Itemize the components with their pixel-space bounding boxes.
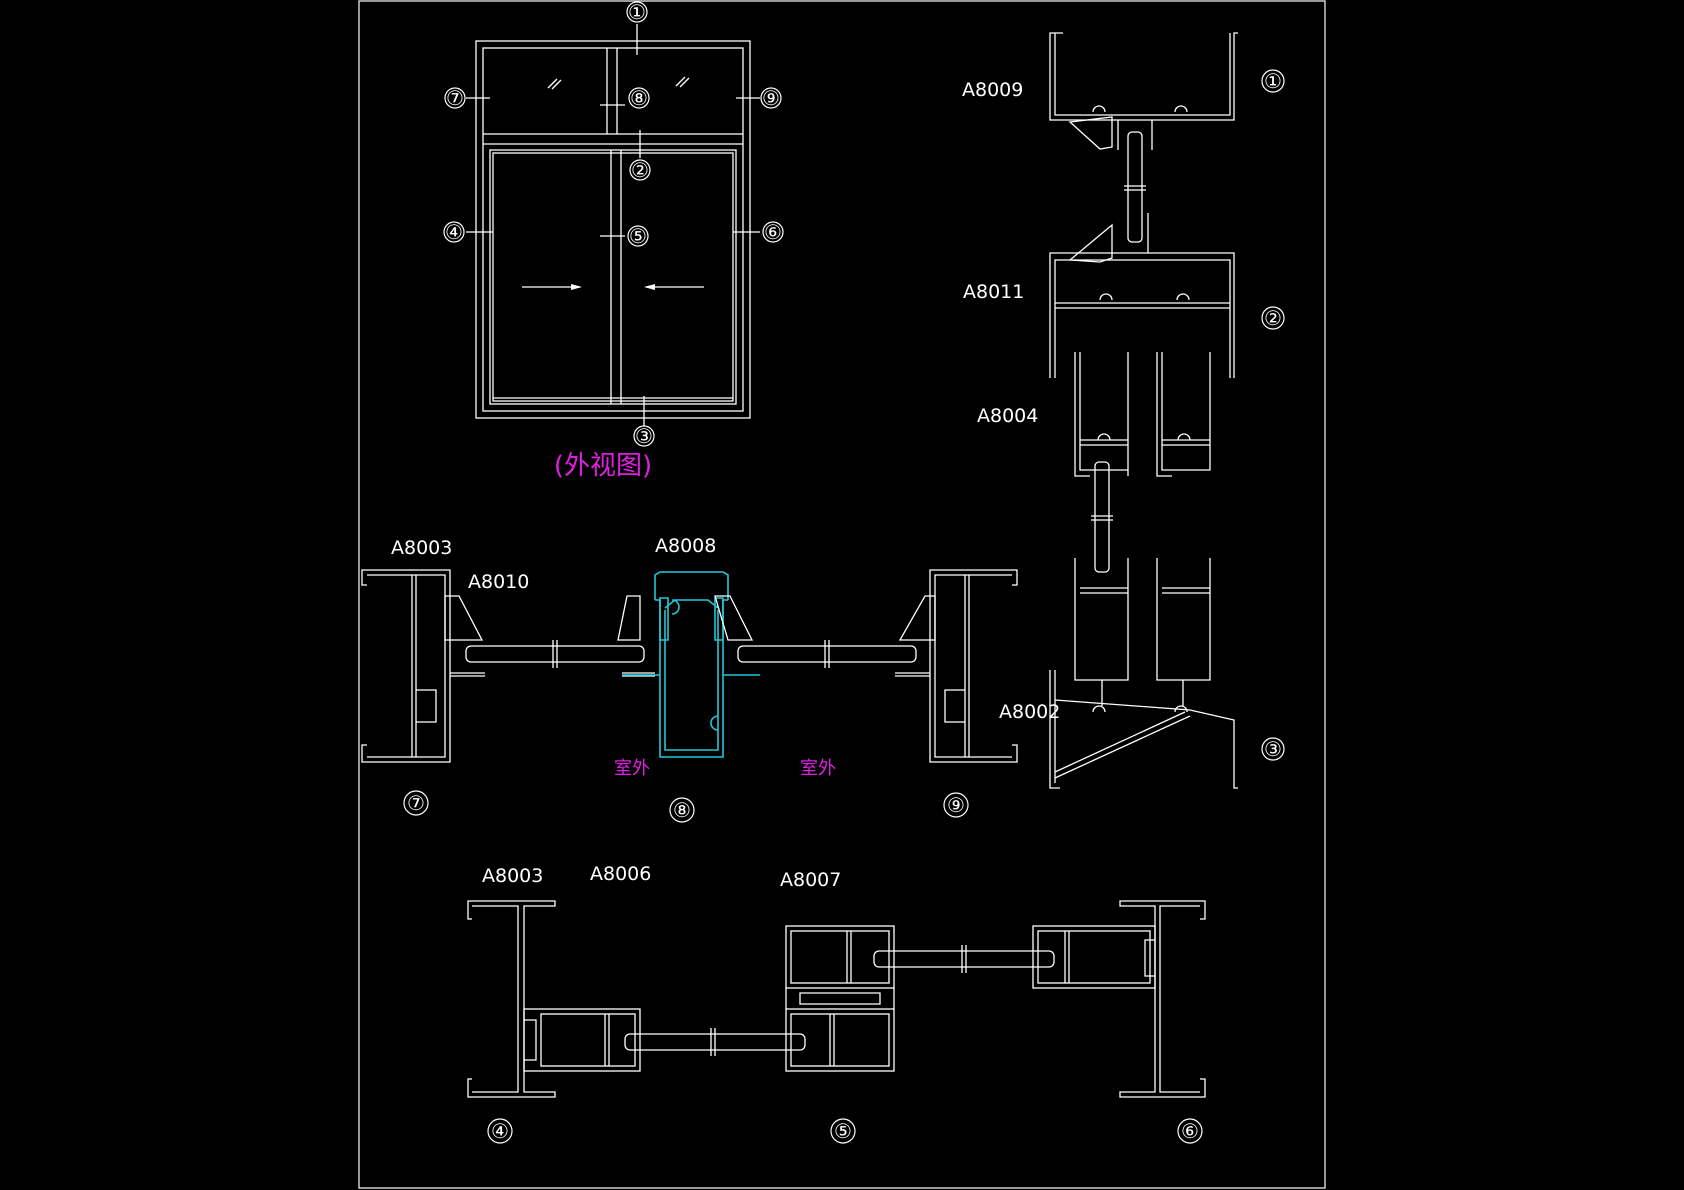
section-marker-5: ⑤ <box>830 1118 856 1144</box>
outdoor-label-right: 室外 <box>800 758 836 779</box>
svg-text:⑨: ⑨ <box>947 793 965 817</box>
lower-horizontal-section: A8003 A8006 A8007 ④ ⑤ ⑥ <box>467 863 1206 1144</box>
svg-text:①: ① <box>628 0 646 24</box>
label-a8006: A8006 <box>590 863 651 885</box>
elevation-view: ① ⑦ ⑧ ⑨ ② ④ ⑤ ⑥ ③ (外视图) <box>443 0 784 481</box>
elevation-outer-frame <box>475 40 751 419</box>
section-marker-7: ⑦ <box>403 790 429 816</box>
label-a8010: A8010 <box>468 571 529 593</box>
elevation-marker-8: ⑧ <box>628 86 650 110</box>
elevation-marker-6: ⑥ <box>762 220 784 244</box>
view-caption: (外视图) <box>554 451 652 481</box>
label-a8009: A8009 <box>962 79 1023 101</box>
svg-text:④: ④ <box>491 1119 509 1143</box>
upper-horizontal-section: A8003 A8010 A8008 室外 室外 ⑦ ⑧ ⑨ <box>361 535 1018 823</box>
svg-text:⑦: ⑦ <box>407 791 425 815</box>
label-a8008: A8008 <box>655 535 716 557</box>
svg-text:③: ③ <box>635 424 653 448</box>
section-marker-8: ⑧ <box>669 797 695 823</box>
svg-text:②: ② <box>1264 306 1282 330</box>
label-a8002: A8002 <box>999 701 1060 723</box>
svg-text:②: ② <box>631 158 649 182</box>
svg-text:①: ① <box>1264 69 1282 93</box>
elevation-marker-3: ③ <box>633 424 655 448</box>
elevation-marker-4: ④ <box>443 220 465 244</box>
elevation-marker-9: ⑨ <box>760 86 782 110</box>
svg-text:⑤: ⑤ <box>629 224 647 248</box>
svg-text:⑧: ⑧ <box>673 798 691 822</box>
section-marker-1: ① <box>1261 69 1285 93</box>
section-marker-3: ③ <box>1261 737 1285 761</box>
elevation-marker-5: ⑤ <box>627 224 649 248</box>
section-marker-9: ⑨ <box>943 792 969 818</box>
svg-text:⑤: ⑤ <box>834 1119 852 1143</box>
svg-text:⑨: ⑨ <box>762 86 780 110</box>
section-marker-4: ④ <box>487 1118 513 1144</box>
label-a8007: A8007 <box>780 869 841 891</box>
elevation-marker-2: ② <box>629 158 651 182</box>
svg-text:⑦: ⑦ <box>446 86 464 110</box>
sheet-border <box>358 0 1326 1189</box>
outdoor-label-left: 室外 <box>614 758 650 779</box>
mullion-a8008 <box>659 600 724 758</box>
label-a8011: A8011 <box>963 281 1024 303</box>
label-a8004: A8004 <box>977 405 1038 427</box>
svg-text:③: ③ <box>1264 737 1282 761</box>
label-a8003-upper: A8003 <box>391 537 452 559</box>
section-marker-6: ⑥ <box>1177 1118 1203 1144</box>
label-a8003-lower: A8003 <box>482 865 543 887</box>
svg-text:⑥: ⑥ <box>764 220 782 244</box>
elevation-marker-7: ⑦ <box>444 86 466 110</box>
section-marker-2: ② <box>1261 306 1285 330</box>
svg-text:⑥: ⑥ <box>1181 1119 1199 1143</box>
svg-text:⑧: ⑧ <box>630 86 648 110</box>
vertical-section: A8009 A8011 A8004 A8002 ① ② ③ <box>962 32 1285 789</box>
svg-text:④: ④ <box>445 220 463 244</box>
elevation-marker-1: ① <box>626 0 648 24</box>
